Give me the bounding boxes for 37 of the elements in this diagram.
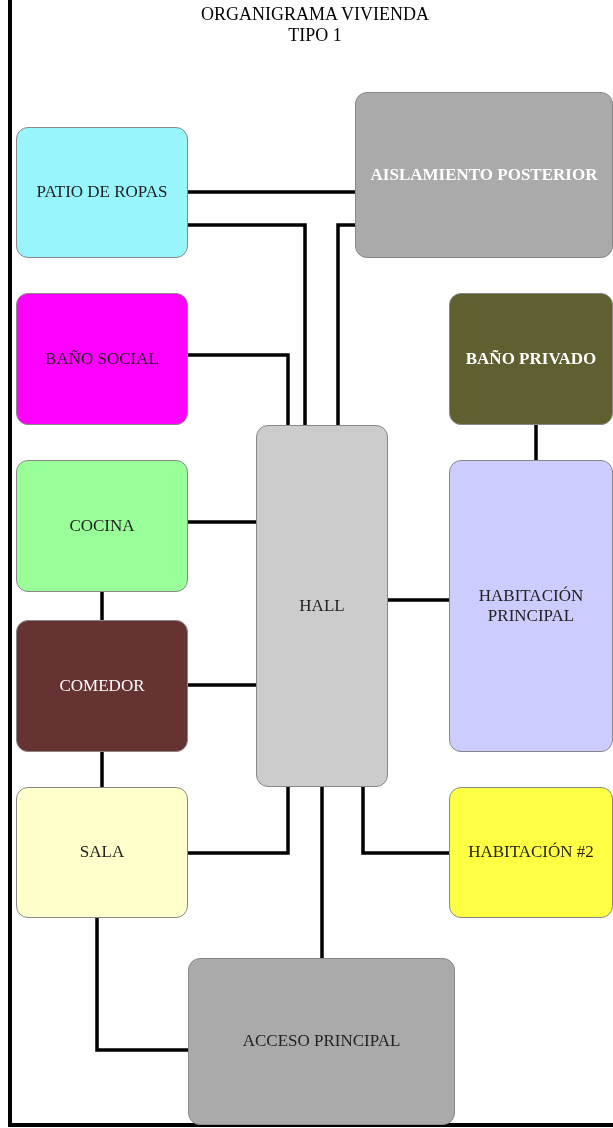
room-label: SALA [78, 842, 126, 863]
room-label: PATIO DE ROPAS [35, 182, 169, 203]
room-box [16, 293, 188, 425]
room-label: HABITACIÓN #2 [467, 842, 595, 863]
connector-line [188, 353, 290, 425]
connector-line [320, 787, 324, 958]
connector-line [188, 223, 307, 425]
room-box [256, 425, 388, 787]
room-box [449, 460, 613, 752]
diagram-title: ORGANIGRAMA VIVIENDA TIPO 1 [200, 4, 430, 46]
room-label: BAÑO SOCIAL [44, 348, 160, 370]
room-label: HALL [298, 595, 346, 617]
connector-line [100, 752, 104, 787]
room-box [16, 127, 188, 258]
room-label: BAÑO PRIVADO [464, 348, 598, 370]
connector-line [534, 425, 538, 460]
connector-line [188, 683, 256, 687]
room-label: ACCESO PRINCIPAL [241, 1031, 402, 1052]
connector-line [100, 592, 104, 620]
connector-line [388, 598, 449, 602]
room-box [449, 293, 613, 425]
room-box [449, 787, 613, 918]
connector-line [361, 787, 449, 855]
connector-line [95, 918, 188, 1052]
room-box [16, 787, 188, 918]
room-label: AISLAMIENTO POSTERIOR [369, 164, 599, 186]
room-box [355, 92, 613, 258]
connector-line [188, 787, 290, 855]
room-box [16, 620, 188, 752]
room-box [16, 460, 188, 592]
room-label: COCINA [68, 515, 136, 537]
room-box [188, 958, 455, 1125]
room-label: COMEDOR [58, 675, 146, 697]
room-label: HABITACIÓN PRINCIPAL [477, 585, 585, 627]
connector-line [188, 190, 355, 194]
connector-line [336, 223, 355, 425]
connector-line [188, 520, 256, 524]
